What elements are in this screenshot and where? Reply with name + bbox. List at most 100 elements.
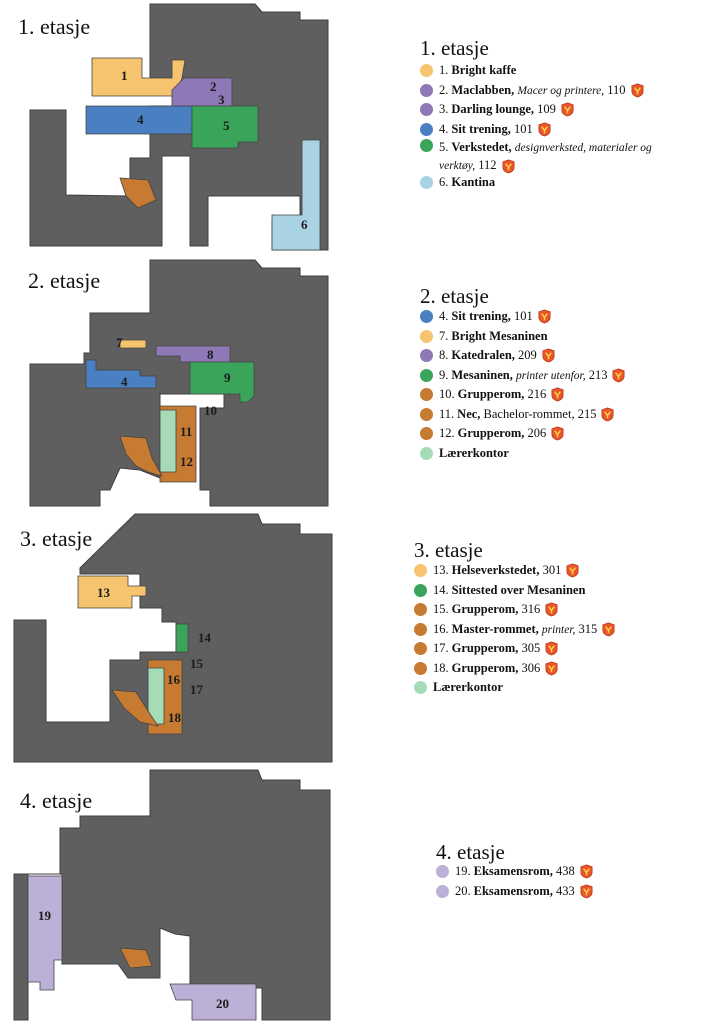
legend-name: Grupperom, bbox=[451, 660, 519, 675]
building-outline bbox=[13, 769, 331, 1021]
legend-number: 11. bbox=[439, 406, 455, 421]
legend-name: Eksamensrom, bbox=[473, 883, 553, 898]
booking-shield-icon bbox=[560, 102, 575, 117]
legend-room-number: 101 bbox=[514, 309, 533, 324]
legend-room-number: 109 bbox=[537, 102, 556, 117]
booking-shield-icon bbox=[537, 122, 552, 137]
map-label-20: 20 bbox=[216, 996, 229, 1011]
legend-number: 18. bbox=[433, 660, 449, 675]
legend-name: Katedralen, bbox=[451, 348, 515, 363]
legend-item: 7.Bright Mesaninen bbox=[420, 327, 626, 347]
legend-room-number: 110 bbox=[607, 82, 626, 97]
legend-text: 8.Katedralen, 209 bbox=[439, 348, 537, 363]
floor-3-map: 3. etasje 13 14 15 16 17 18 bbox=[0, 512, 400, 766]
legend-item: 5.Verkstedet, designverksted, materialer… bbox=[420, 139, 689, 175]
legend-name: Lærerkontor bbox=[433, 680, 503, 695]
legend-name: Grupperom, bbox=[451, 602, 519, 617]
legend-item: Lærerkontor bbox=[420, 444, 626, 464]
booking-shield-icon bbox=[601, 622, 616, 637]
legend-title-2: 2. etasje bbox=[420, 284, 489, 308]
floor-3-plan: 13 14 15 16 17 18 bbox=[13, 513, 333, 763]
map-label-16: 16 bbox=[167, 672, 181, 687]
legend-description: designverksted, materialer og verktøy, bbox=[439, 142, 652, 172]
legend-number: 10. bbox=[439, 387, 455, 402]
legend-room-number: 101 bbox=[514, 121, 533, 136]
legend-item: 6.Kantina bbox=[420, 173, 689, 193]
legend-color-dot bbox=[420, 139, 433, 152]
room-area bbox=[189, 361, 255, 403]
legend-item: 13.Helseverkstedet, 301 bbox=[414, 561, 616, 581]
legend-color-dot bbox=[420, 427, 433, 441]
floor-4-plan: 19 20 bbox=[13, 769, 331, 1021]
legend-name: Mesaninen, bbox=[451, 367, 513, 382]
legend-number: 15. bbox=[433, 602, 449, 617]
legend-text: 5.Verkstedet, designverksted, materialer… bbox=[439, 139, 689, 175]
room-area bbox=[119, 339, 147, 349]
legend-item: 8.Katedralen, 209 bbox=[420, 346, 626, 366]
legend-room-number: 213 bbox=[588, 367, 608, 382]
legend-color-dot bbox=[420, 176, 433, 190]
legend-item: 17.Grupperom, 305 bbox=[414, 639, 616, 659]
map-label-8: 8 bbox=[207, 347, 214, 362]
legend-color-dot bbox=[414, 603, 427, 617]
legend-color-dot bbox=[414, 583, 427, 597]
legend-room-number: 301 bbox=[542, 563, 562, 578]
map-label-13: 13 bbox=[97, 585, 111, 600]
legend-item: 16.Master-rommet, printer, 315 bbox=[414, 620, 616, 640]
map-label-12: 12 bbox=[180, 454, 193, 469]
booking-shield-icon bbox=[630, 83, 645, 98]
room-area bbox=[77, 575, 147, 609]
legend-item: 20.Eksamensrom, 433 bbox=[436, 882, 594, 902]
map-label-2: 2 bbox=[210, 79, 217, 94]
booking-shield-icon bbox=[565, 563, 580, 578]
booking-shield-icon bbox=[611, 368, 626, 383]
floor-2-plan: 7 8 4 9 10 11 12 bbox=[29, 259, 329, 507]
legend-number: 14. bbox=[433, 582, 449, 597]
booking-shield-icon bbox=[600, 407, 615, 422]
legend-color-dot bbox=[420, 388, 433, 402]
booking-shield-icon bbox=[541, 348, 556, 363]
legend-name: Bright Mesaninen bbox=[451, 328, 548, 343]
legend-item: 2.Maclabben, Macer og printere, 110 bbox=[420, 81, 689, 101]
legend-room-number: 305 bbox=[521, 641, 541, 656]
building-outline bbox=[13, 513, 333, 763]
legend-name: Helseverkstedet, bbox=[451, 563, 540, 578]
legend-text: 4.Sit trening, 101 bbox=[439, 309, 533, 324]
booking-shield-icon bbox=[544, 661, 559, 676]
map-label-1: 1 bbox=[121, 68, 128, 83]
booking-shield-icon bbox=[544, 641, 559, 656]
legend-text: 3.Darling lounge, 109 bbox=[439, 102, 556, 117]
legend-item: 11.Nec, Bachelor-rommet, 215 bbox=[420, 405, 626, 425]
map-label-17: 17 bbox=[190, 682, 204, 697]
legend-number: 13. bbox=[433, 563, 449, 578]
legend-room-number: 112 bbox=[478, 158, 497, 172]
legend-text: 20.Eksamensrom, 433 bbox=[455, 884, 575, 899]
legend-name: Kantina bbox=[451, 175, 496, 190]
legend-color-dot bbox=[420, 64, 433, 78]
booking-shield-icon bbox=[550, 387, 565, 402]
map-label-6: 6 bbox=[301, 217, 308, 232]
map-label-5: 5 bbox=[223, 118, 230, 133]
floor-1-map-title: 1. etasje bbox=[18, 14, 91, 39]
legend-description: Macer og printere, bbox=[517, 84, 605, 97]
room-area bbox=[91, 57, 186, 97]
legend-number: 20. bbox=[455, 883, 471, 898]
room-area bbox=[147, 667, 165, 725]
legend-name: Verkstedet, bbox=[451, 140, 512, 154]
legend-color-dot bbox=[414, 622, 427, 636]
legend-name: Grupperom, bbox=[451, 641, 519, 656]
legend-name: Maclabben, bbox=[451, 82, 515, 97]
legend-item: 14.Sittested over Mesaninen bbox=[414, 581, 616, 601]
legend-name: Lærerkontor bbox=[439, 445, 509, 460]
booking-shield-icon bbox=[501, 159, 516, 174]
legend-number: 1. bbox=[439, 63, 449, 78]
legend-color-dot bbox=[414, 681, 427, 695]
legend-color-dot bbox=[414, 564, 427, 578]
legend-name: Sit trening, bbox=[451, 309, 511, 324]
room-area bbox=[159, 409, 177, 473]
legend-description: printer, bbox=[541, 623, 576, 636]
legend-name: Master-rommet, bbox=[451, 621, 539, 636]
room-area bbox=[169, 983, 257, 1021]
